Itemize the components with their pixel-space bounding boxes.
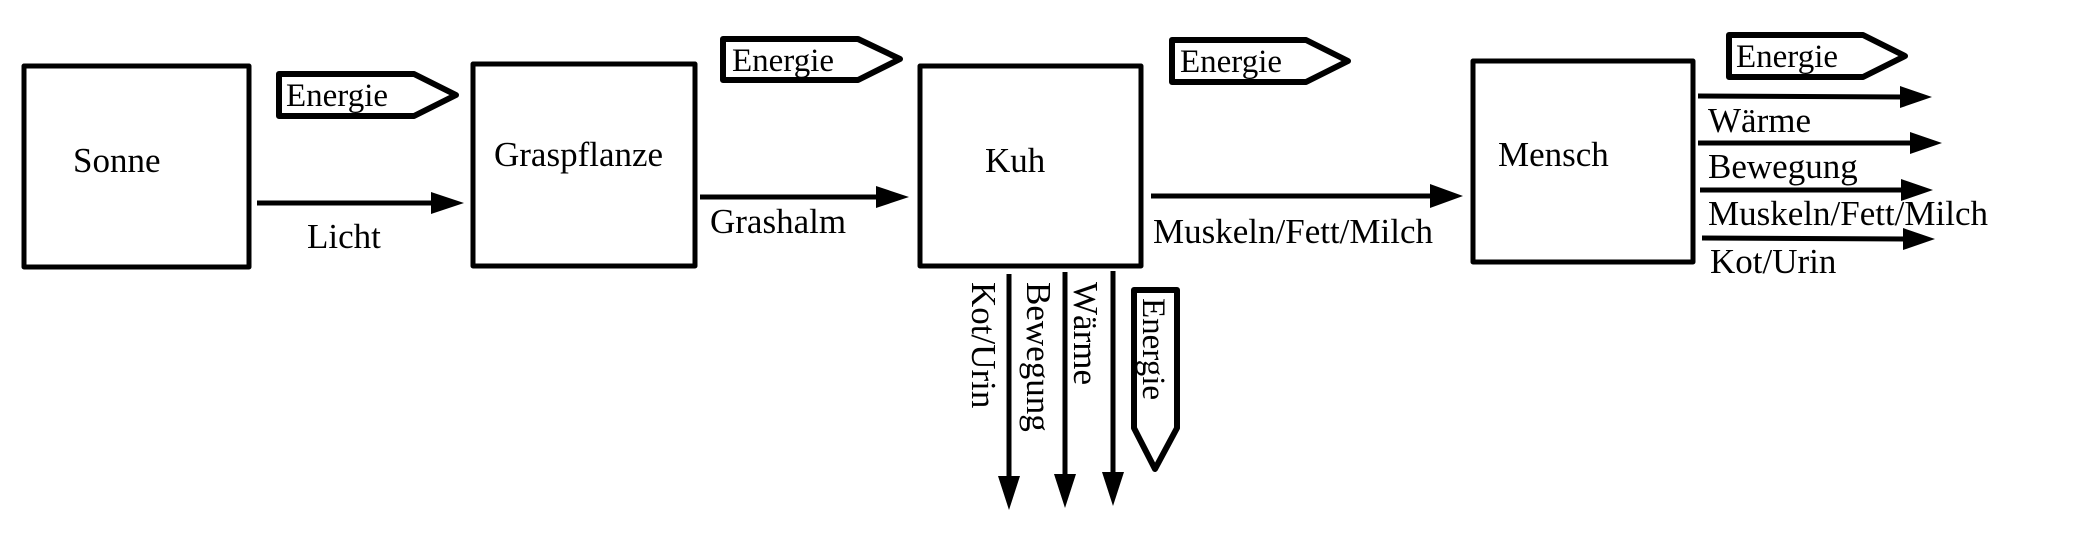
arrow-head	[1102, 472, 1124, 506]
energy-tag-mensch-out: Energie	[1726, 32, 1908, 80]
arrow-shaft	[1701, 235, 1908, 242]
flow-label-grashalm: Grashalm	[710, 202, 846, 241]
kuh-output-label: Bewegung	[1019, 282, 1058, 432]
node-label-graspflanze: Graspflanze	[494, 135, 663, 174]
node-box-sonne	[21, 63, 252, 270]
energy-tag-label: Energie	[1180, 44, 1282, 80]
flow-arrow-grashalm: Grashalm	[700, 186, 909, 241]
arrow-head	[1903, 228, 1935, 250]
energy-tag-shape	[1169, 37, 1351, 85]
kuh-output-bewegung: Bewegung	[1019, 272, 1076, 508]
flow-label-muskeln-fett-milch: Muskeln/Fett/Milch	[1153, 212, 1434, 251]
arrow-shaft	[1697, 93, 1905, 100]
node-label-sonne: Sonne	[73, 141, 161, 180]
energy-tag-sonne-to-graspflanze: Energie	[276, 71, 459, 119]
arrow-head	[876, 186, 909, 208]
arrow-head	[1901, 179, 1933, 201]
mensch-output-waerme: Wärme	[1697, 86, 1932, 140]
node-box-kuh	[917, 63, 1144, 269]
arrow-head	[1430, 184, 1463, 208]
node-label-kuh: Kuh	[985, 141, 1046, 180]
kuh-output-waerme: Wärme	[1066, 271, 1124, 506]
energy-tag-shape	[720, 36, 903, 83]
energy-tag-kuh-to-mensch: Energie	[1169, 37, 1351, 85]
node-kuh: Kuh	[917, 63, 1144, 269]
energy-tag-kuh-down: Energie	[1131, 287, 1180, 472]
energy-tag-label: Energie	[732, 43, 834, 79]
node-box-graspflanze	[470, 61, 698, 269]
energy-tag-label: Energie	[1736, 39, 1838, 75]
energy-tag-shape	[1131, 287, 1180, 472]
arrow-head	[1910, 132, 1942, 154]
mensch-output-kot-urin: Kot/Urin	[1701, 228, 1935, 281]
energy-tag-label: Energie	[1135, 298, 1171, 400]
arrow-head	[431, 192, 464, 214]
kuh-output-label: Kot/Urin	[964, 282, 1003, 408]
arrow-head	[998, 476, 1020, 510]
energy-tag-label: Energie	[286, 78, 388, 114]
energy-tag-shape	[276, 71, 459, 119]
mensch-output-label: Muskeln/Fett/Milch	[1708, 194, 1989, 233]
arrow-head	[1054, 474, 1076, 508]
energy-tag-graspflanze-to-kuh: Energie	[720, 36, 903, 83]
mensch-output-label: Wärme	[1708, 101, 1811, 140]
node-label-mensch: Mensch	[1498, 135, 1609, 174]
arrow-head	[1900, 86, 1932, 108]
mensch-output-label: Bewegung	[1708, 147, 1858, 186]
mensch-output-bewegung: Bewegung	[1698, 132, 1942, 186]
energy-tag-shape	[1726, 32, 1908, 80]
node-mensch: Mensch	[1470, 58, 1696, 265]
kuh-output-label: Wärme	[1066, 282, 1105, 385]
mensch-output-muskeln-fett-milch: Muskeln/Fett/Milch	[1700, 179, 1989, 233]
flow-arrow-muskeln-fett-milch: Muskeln/Fett/Milch	[1151, 184, 1463, 251]
mensch-output-label: Kot/Urin	[1710, 242, 1836, 281]
flow-arrow-licht: Licht	[257, 192, 464, 256]
kuh-output-kot-urin: Kot/Urin	[964, 274, 1020, 510]
node-sonne: Sonne	[21, 63, 252, 270]
flow-label-licht: Licht	[307, 217, 381, 256]
node-box-mensch	[1470, 58, 1696, 265]
node-graspflanze: Graspflanze	[470, 61, 698, 269]
